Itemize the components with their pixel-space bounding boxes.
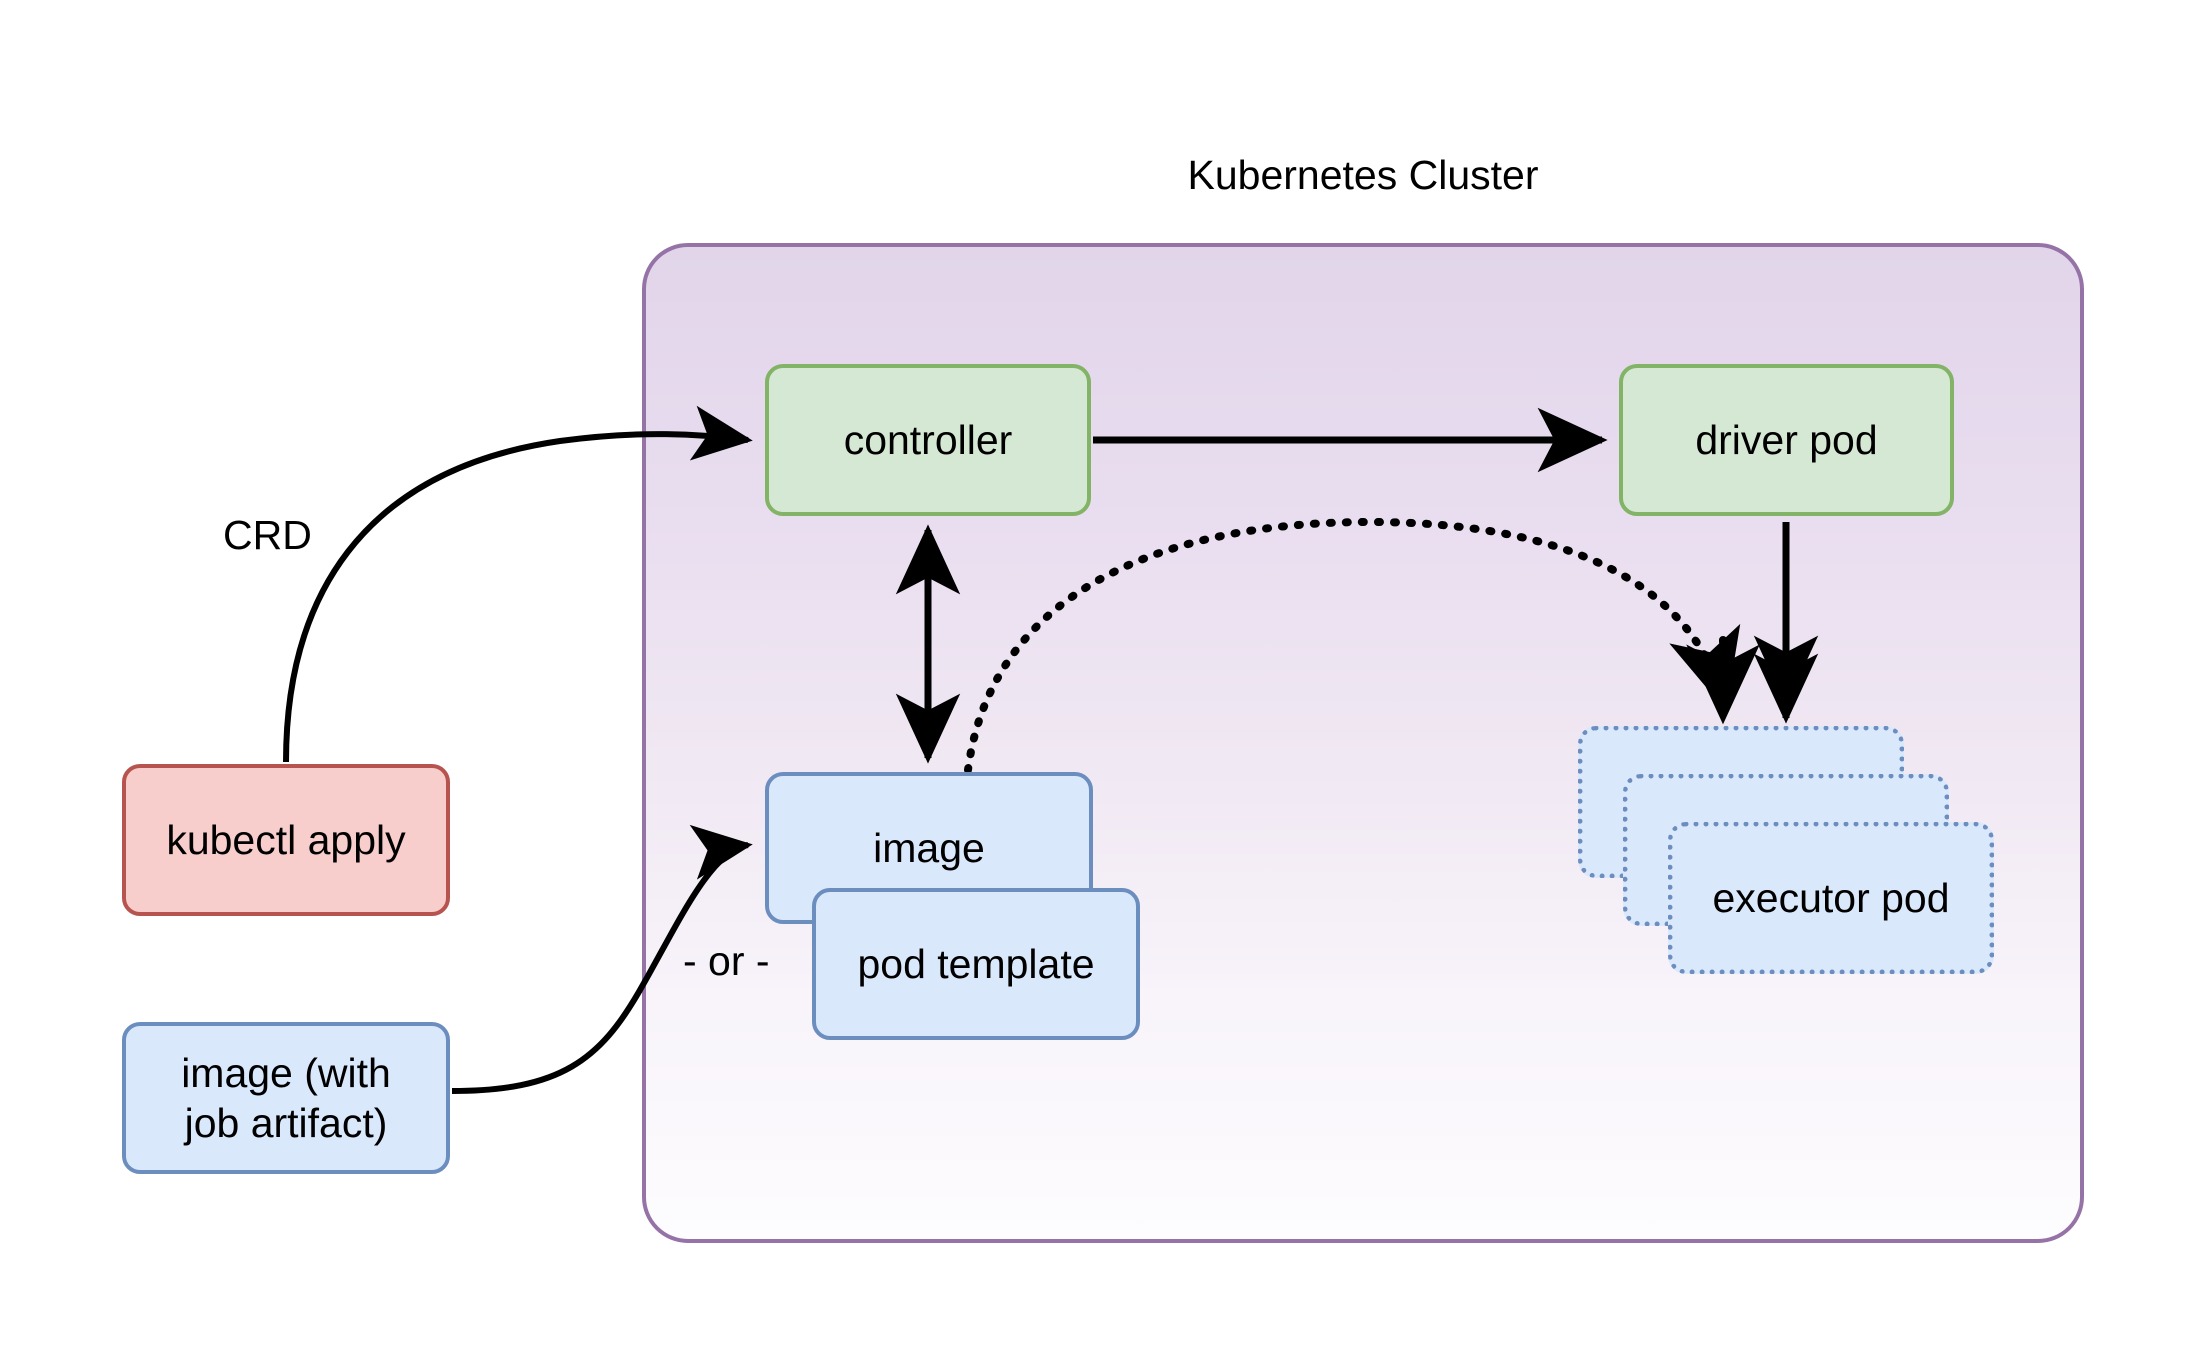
node-image-label: image	[873, 824, 985, 871]
node-controller-label: controller	[843, 416, 1013, 463]
node-image-job-line2: job artifact)	[184, 1100, 388, 1146]
node-controller[interactable]: controller	[765, 364, 1091, 516]
edge-label-or: - or -	[683, 938, 770, 984]
node-pod-template[interactable]: pod template	[812, 888, 1140, 1040]
node-executor-pod-front-label: executor pod	[1712, 874, 1950, 921]
node-kubectl-apply[interactable]: kubectl apply	[122, 764, 450, 916]
node-image-with-job-artifact[interactable]: image (with job artifact)	[122, 1022, 450, 1174]
node-image-job-line1: image (with	[181, 1049, 391, 1096]
node-driver-pod-label: driver pod	[1695, 416, 1878, 463]
node-kubectl-apply-label: kubectl apply	[166, 816, 406, 863]
node-pod-template-label: pod template	[857, 940, 1095, 987]
node-image-with-job-artifact-label: image (with job artifact)	[181, 1048, 391, 1148]
node-driver-pod[interactable]: driver pod	[1619, 364, 1954, 516]
node-executor-pod-front[interactable]: executor pod	[1668, 822, 1994, 974]
edge-label-crd: CRD	[223, 512, 312, 558]
cluster-title: Kubernetes Cluster	[1187, 152, 1539, 198]
